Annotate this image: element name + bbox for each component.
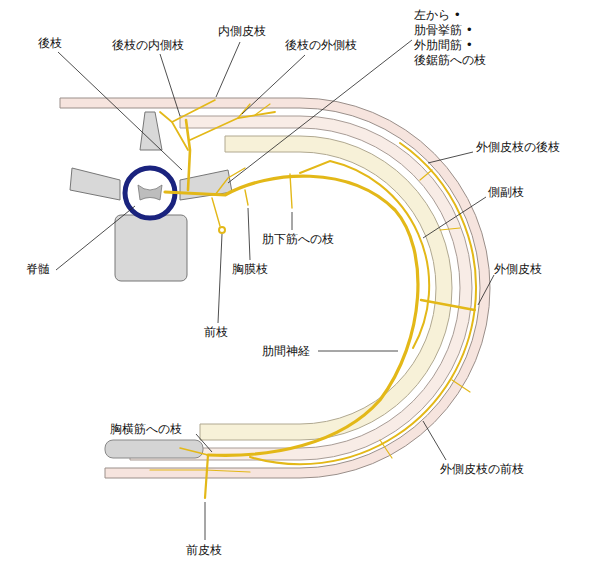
- anatomy-label: 左から •肋骨挙筋 •外肋間筋 •後鋸筋への枝: [414, 8, 506, 68]
- anatomy-label: 胸膜枝: [232, 262, 268, 277]
- anatomy-label: 前皮枝: [186, 543, 222, 558]
- anatomy-label: 前枝: [204, 325, 228, 340]
- anatomy-label: 肋下筋への枝: [262, 232, 334, 247]
- anatomy-label: 肋間神経: [262, 344, 310, 359]
- anatomy-label: 後枝の外側枝: [285, 38, 357, 53]
- anatomy-label: 内側皮枝: [218, 24, 266, 39]
- anatomy-label: 外側皮枝: [494, 262, 542, 277]
- anatomy-label: 外側皮枝の後枝: [476, 140, 560, 155]
- anatomy-label: 脊髄: [26, 262, 50, 277]
- anatomy-label: 胸横筋への枝: [110, 422, 182, 437]
- anatomy-label: 外側皮枝の前枝: [440, 462, 524, 477]
- anatomy-label: 後枝の内側枝: [112, 38, 184, 53]
- anatomy-label: 後枝: [38, 36, 62, 51]
- anatomy-label: 側副枝: [488, 185, 524, 200]
